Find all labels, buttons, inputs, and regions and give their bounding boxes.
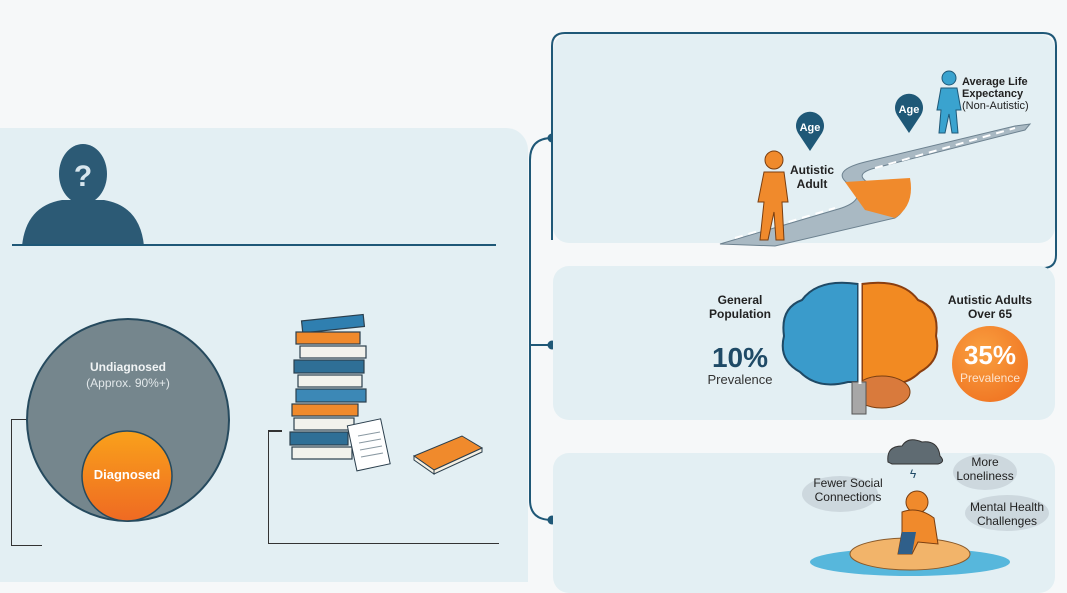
bracket-books-top [268, 430, 282, 432]
book-stack-icon [289, 313, 367, 460]
general-line2: Population [709, 307, 771, 321]
average-life-line3: (Non-Autistic) [962, 100, 1029, 112]
average-life-label: Average Life Expectancy (Non-Autistic) [962, 76, 1034, 112]
diagnosis-circle-chart [26, 318, 230, 522]
diagnosed-circle [81, 430, 173, 522]
bubble2-line2: Loneliness [956, 469, 1014, 483]
autistic-adult-label: Autistic Adult [782, 163, 842, 191]
average-life-line1: Average Life [962, 76, 1028, 88]
isolation-illustration: ϟ [802, 439, 1049, 576]
single-book-icon [412, 435, 484, 475]
bubble1-line2: Connections [814, 490, 882, 504]
bracket-books [268, 430, 499, 544]
bubble1-line1: Fewer Social [813, 476, 883, 490]
general-population-label: General Population [700, 293, 780, 321]
document-icon [346, 418, 391, 472]
road-illustration [719, 123, 1032, 247]
bubble3-line1: Mental Health [969, 500, 1045, 514]
undiagnosed-sub: (Approx. 90%+) [86, 376, 170, 390]
orange-walking-person-icon [757, 150, 789, 241]
autistic-sub: Prevalence [959, 371, 1021, 385]
diagnosed-label: Diagnosed [93, 467, 161, 482]
age-pin-icon [895, 93, 923, 133]
svg-text:ϟ: ϟ [910, 467, 917, 481]
general-value: 10% [711, 342, 769, 373]
bubble2-line1: More [971, 455, 999, 469]
age-pin-icon [796, 111, 824, 151]
undiagnosed-label: Undiagnosed [89, 360, 166, 374]
autistic-value-circle [952, 326, 1028, 402]
age-pin-label-1: Age [799, 122, 821, 134]
cloud-icon [887, 439, 944, 465]
blue-walking-person-icon [936, 70, 962, 134]
bubble-mental-health: Mental Health Challenges [962, 500, 1052, 528]
brain-icon [781, 281, 939, 415]
autistic-value: 35% [963, 340, 1017, 370]
autistic-line2: Over 65 [967, 307, 1013, 321]
bubble-social-connections: Fewer Social Connections [806, 476, 890, 504]
autistic-line1: Autistic Adults [947, 293, 1033, 307]
divider-line [12, 244, 496, 246]
general-sub: Prevalence [707, 372, 773, 387]
age-pin-label-2: Age [898, 104, 920, 116]
general-line1: General [717, 293, 763, 307]
autistic-adult-text: Autistic Adult [789, 163, 834, 191]
autistic-adults-label: Autistic Adults Over 65 [945, 293, 1035, 321]
average-life-line2: Expectancy [962, 88, 1024, 100]
bubble-loneliness: More Loneliness [950, 455, 1020, 483]
svg-text:?: ? [74, 160, 92, 193]
bubble3-line2: Challenges [976, 514, 1038, 528]
person-question-icon: ? [22, 144, 144, 246]
